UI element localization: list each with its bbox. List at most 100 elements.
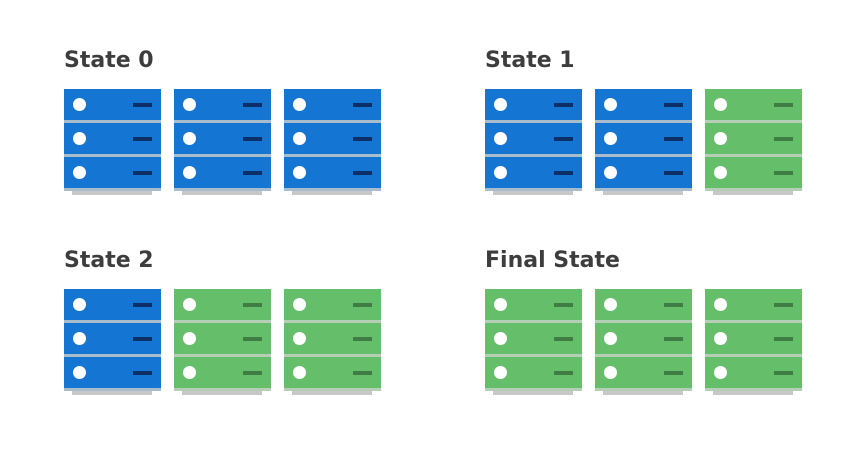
server-unit [174, 323, 271, 357]
stack-base [182, 191, 262, 195]
server-stack-new [705, 89, 805, 195]
server-unit [595, 89, 692, 123]
server-unit-shadow [705, 354, 802, 357]
server-unit-shadow [485, 354, 582, 357]
server-led-icon [73, 98, 86, 111]
server-unit-shadow [284, 320, 381, 323]
server-led-icon [714, 132, 727, 145]
server-unit-shadow [595, 188, 692, 191]
stack-base [292, 391, 372, 395]
server-unit-shadow [595, 354, 692, 357]
server-led-icon [183, 132, 196, 145]
server-led-icon [714, 98, 727, 111]
server-unit [485, 357, 582, 391]
server-unit [705, 357, 802, 391]
server-unit-shadow [595, 120, 692, 123]
server-slot-icon [664, 303, 683, 307]
server-unit-shadow [284, 120, 381, 123]
server-stack-old [174, 89, 274, 195]
server-slot-icon [133, 137, 152, 141]
server-unit [705, 323, 802, 357]
server-unit-shadow [174, 354, 271, 357]
server-led-icon [183, 298, 196, 311]
state-panel-1: State 1 [485, 47, 805, 197]
server-unit-shadow [284, 188, 381, 191]
state-panel-0: State 0 [64, 47, 384, 197]
state-panel-3: Final State [485, 247, 805, 397]
server-slot-icon [554, 303, 573, 307]
server-led-icon [293, 166, 306, 179]
server-unit-shadow [174, 120, 271, 123]
server-stack-old [284, 89, 384, 195]
state-title: Final State [485, 248, 620, 273]
server-led-icon [604, 366, 617, 379]
stack-base [603, 391, 683, 395]
server-unit [705, 89, 802, 123]
server-unit-shadow [174, 320, 271, 323]
server-unit-shadow [485, 388, 582, 391]
server-led-icon [293, 332, 306, 345]
server-unit-shadow [284, 154, 381, 157]
server-unit-shadow [174, 188, 271, 191]
server-unit-shadow [485, 188, 582, 191]
server-slot-icon [243, 103, 262, 107]
server-unit [595, 357, 692, 391]
server-led-icon [494, 298, 507, 311]
server-unit-shadow [595, 320, 692, 323]
server-led-icon [494, 366, 507, 379]
server-stack-old [64, 289, 164, 395]
server-slot-icon [664, 371, 683, 375]
server-unit [485, 123, 582, 157]
server-unit [284, 123, 381, 157]
server-led-icon [494, 98, 507, 111]
server-unit [485, 323, 582, 357]
server-unit [64, 357, 161, 391]
stack-base [713, 191, 793, 195]
server-unit [485, 89, 582, 123]
server-unit [485, 157, 582, 191]
server-unit [174, 357, 271, 391]
stack-base [493, 391, 573, 395]
server-stack-old [485, 89, 585, 195]
server-slot-icon [774, 171, 793, 175]
server-unit-shadow [595, 388, 692, 391]
server-unit [64, 289, 161, 323]
server-unit-shadow [705, 388, 802, 391]
server-led-icon [73, 132, 86, 145]
server-unit-shadow [705, 120, 802, 123]
server-led-icon [604, 132, 617, 145]
state-title: State 1 [485, 48, 575, 73]
server-unit [705, 123, 802, 157]
server-slot-icon [133, 171, 152, 175]
server-unit-shadow [64, 354, 161, 357]
server-slot-icon [774, 337, 793, 341]
server-unit-shadow [705, 188, 802, 191]
server-unit [64, 157, 161, 191]
stack-base [292, 191, 372, 195]
server-led-icon [293, 132, 306, 145]
server-unit-shadow [705, 154, 802, 157]
server-led-icon [73, 166, 86, 179]
server-slot-icon [243, 303, 262, 307]
server-led-icon [73, 332, 86, 345]
server-slot-icon [353, 303, 372, 307]
server-led-icon [183, 166, 196, 179]
server-unit [64, 89, 161, 123]
server-unit [174, 157, 271, 191]
server-led-icon [494, 332, 507, 345]
server-unit-shadow [284, 388, 381, 391]
server-slot-icon [774, 103, 793, 107]
server-unit-shadow [64, 188, 161, 191]
server-led-icon [73, 298, 86, 311]
server-slot-icon [554, 171, 573, 175]
server-unit-shadow [64, 154, 161, 157]
server-slot-icon [353, 371, 372, 375]
server-unit [284, 357, 381, 391]
server-unit-shadow [705, 320, 802, 323]
server-slot-icon [554, 137, 573, 141]
server-slot-icon [243, 137, 262, 141]
server-unit [595, 157, 692, 191]
server-unit-shadow [595, 154, 692, 157]
server-unit [64, 123, 161, 157]
server-stack-old [64, 89, 164, 195]
